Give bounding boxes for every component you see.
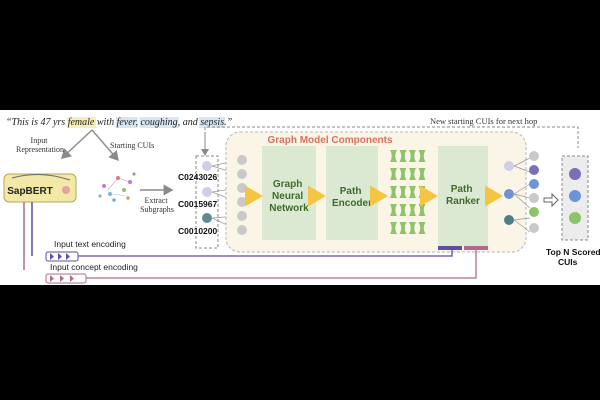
- top-n-label: Top N Scored CUIs: [546, 247, 600, 267]
- output-node-4: [529, 193, 539, 203]
- subgraph-neighbor-nodes-front: [237, 155, 247, 235]
- starting-nodes-box: [195, 155, 219, 249]
- output-start-node-1: [504, 161, 514, 171]
- graph-model-components-title: Graph Model Components: [268, 135, 393, 146]
- cui-label-3: C0010200: [178, 226, 218, 236]
- path-embedding-cell: [409, 222, 416, 234]
- path-embedding-cell: [390, 168, 397, 180]
- start-node-2: [202, 187, 212, 197]
- highlight-female-bg: [66, 117, 96, 128]
- concept-encoding-chip: [45, 273, 87, 284]
- output-node-6: [529, 223, 539, 233]
- path-embedding-cell: [399, 150, 407, 162]
- text-encoding-chip: [45, 251, 79, 262]
- sapbert-label: SapBERT: [7, 186, 53, 197]
- start-node-1: [202, 161, 212, 171]
- extract-subgraphs-label: Extract Subgraphs: [140, 196, 174, 214]
- top-node-3: [569, 212, 581, 224]
- diagram-canvas: “This is 47 yrs female with fever, cough…: [0, 110, 600, 285]
- path-embedding-cell: [399, 222, 407, 234]
- sapbert-decoration-dot: [62, 186, 70, 194]
- path-embedding-cell: [418, 150, 426, 162]
- start-node-3: [202, 213, 212, 223]
- path-embedding-cell: [418, 222, 426, 234]
- path-embedding-cell: [409, 204, 416, 216]
- input-text-encoding-label: Input text encoding: [54, 239, 126, 249]
- output-node-5: [529, 207, 539, 217]
- highlight-fever: fever: [117, 117, 137, 128]
- arrow-to-representation: [60, 129, 93, 159]
- output-start-node-3: [504, 215, 514, 225]
- path-embedding-cell: [399, 168, 407, 180]
- path-embedding-cell: [409, 168, 416, 180]
- output-edges: [513, 157, 531, 233]
- concept-encoding-line: [86, 250, 477, 279]
- highlight-sepsis: sepsis: [200, 117, 224, 128]
- path-encoder-label: Path Encoder: [332, 186, 372, 209]
- path-embedding-cell: [390, 186, 397, 198]
- highlight-female: female: [68, 117, 95, 128]
- sapbert-decoration-icon: [11, 174, 71, 181]
- text-encoding-line: [78, 250, 453, 257]
- input-concept-encoding-label: Input concept encoding: [50, 262, 138, 272]
- arrow-to-starting-cuis: [91, 129, 119, 162]
- highlight-coughing-bg: [139, 117, 179, 128]
- path-embedding-cell: [390, 204, 397, 216]
- cui-label-1: C0243026: [178, 172, 218, 182]
- output-start-node-2: [504, 189, 514, 199]
- path-embedding-cell: [418, 204, 426, 216]
- path-embedding-cell: [409, 186, 416, 198]
- output-node-3: [529, 179, 539, 189]
- path-ranker-block: [438, 146, 488, 246]
- path-encoder-block: [326, 146, 378, 240]
- starting-cuis-cluster-icon: [98, 172, 136, 202]
- highlight-fever-bg: [115, 117, 138, 128]
- path-embedding-cell: [399, 186, 407, 198]
- path-embedding-cell: [409, 150, 416, 162]
- hollow-arrow-icon: [543, 192, 559, 208]
- cui-label-2: C0015967: [178, 199, 218, 209]
- ranker-concept-input-bar: [464, 246, 488, 250]
- output-node-1: [529, 151, 539, 161]
- input-representation-label: Input Representation: [16, 136, 64, 154]
- gnn-label: Graph Neural Network: [269, 179, 309, 214]
- path-embedding-cell: [390, 150, 397, 162]
- input-sentence: “This is 47 yrs female with fever, cough…: [6, 117, 233, 128]
- path-embedding-cell: [418, 168, 426, 180]
- ranker-text-input-bar: [438, 246, 462, 250]
- top-node-2: [569, 190, 581, 202]
- highlight-sepsis-bg: [199, 117, 226, 128]
- feedback-loop-line: [204, 126, 579, 155]
- highlight-coughing: coughing: [140, 117, 177, 128]
- path-ranker-label: Path Ranker: [446, 184, 480, 207]
- path-embedding-cell: [399, 204, 407, 216]
- output-node-2: [529, 165, 539, 175]
- gnn-block: [262, 146, 316, 240]
- new-starting-cuis-label: New starting CUIs for next hop: [430, 116, 537, 126]
- path-embedding-cell: [390, 222, 397, 234]
- top-node-1: [569, 168, 581, 180]
- starting-cuis-label: Starting CUIs: [110, 141, 154, 150]
- pipeline-diagram: “This is 47 yrs female with fever, cough…: [3, 116, 600, 284]
